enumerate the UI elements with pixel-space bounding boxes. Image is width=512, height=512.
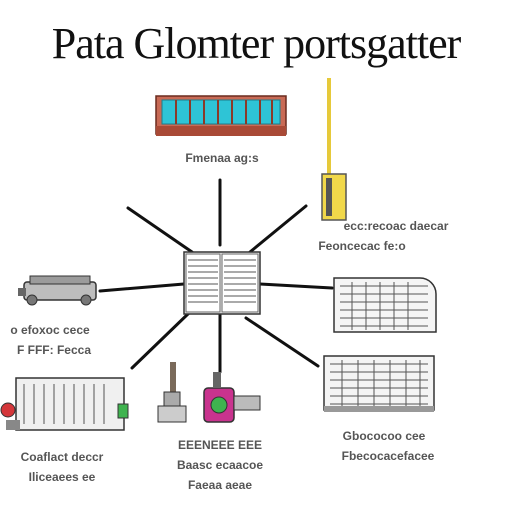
cooling-unit-icon — [323, 355, 435, 412]
heat-exchanger-icon — [333, 277, 437, 333]
label-bottom-left-line-1: Coaflact deccr — [21, 450, 104, 464]
connector-top-left — [126, 206, 194, 254]
label-top-right-line-2: Feoncecac fe:o — [318, 239, 405, 253]
label-bottom-line-2: Baasc ecaacoe — [177, 458, 263, 472]
connector-right — [258, 282, 334, 290]
connector-lines — [98, 178, 334, 374]
solar-panel-icon — [155, 95, 287, 136]
label-left-line-2: F FFF: Fecca — [17, 343, 91, 357]
connector-bottom-left — [130, 310, 192, 370]
server-rack-icon — [183, 251, 261, 315]
label-top-line-1: Fmenaa ag:s — [185, 151, 259, 165]
label-top-right-line-1: ecc:recoac daecar — [344, 219, 449, 233]
label-left-line-1: o efoxoc cece — [10, 323, 90, 337]
label-bottom-line-1: EEENEEE EEE — [178, 438, 262, 452]
label-bottom-right-line-2: Fbecocacefacee — [342, 449, 435, 463]
pipe-tower-icon — [321, 78, 347, 221]
connector-top-right — [248, 204, 308, 254]
label-bottom-right-line-1: Gbococoo cee — [343, 429, 426, 443]
connector-bottom-right — [244, 316, 320, 368]
valve-pump-icon — [157, 362, 261, 423]
diagram-title: Pata Glomter portsgatter — [51, 19, 462, 68]
control-cabinet-icon — [0, 377, 129, 431]
label-bottom-left-line-2: Iliceaees ee — [29, 470, 96, 484]
turbine-machine-icon — [18, 275, 97, 306]
label-bottom-line-3: Faeaa aeae — [188, 478, 252, 492]
connector-left — [98, 282, 186, 293]
